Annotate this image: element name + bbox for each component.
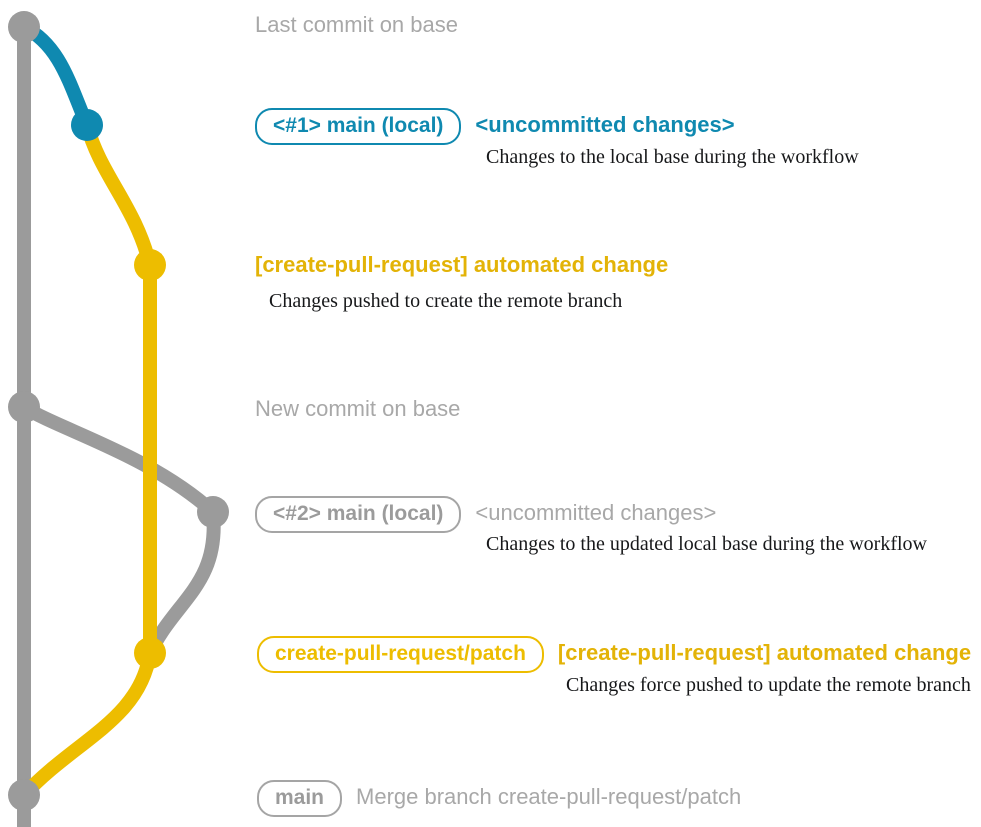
commit-node-automated-1[interactable]: [134, 249, 166, 281]
ref-pill-create-pull-request-patch[interactable]: create-pull-request/patch: [257, 636, 544, 674]
commit-description-local-2: Changes to the updated local base during…: [486, 533, 927, 555]
commit-nodes: [8, 11, 229, 811]
commit-subject: Merge branch create-pull-request/patch: [356, 784, 742, 809]
commit-subject: Last commit on base: [255, 12, 458, 37]
commit-subject: [create-pull-request] automated change: [557, 640, 972, 665]
row-local-1: <#1> main (local) <uncommitted changes>: [255, 108, 735, 146]
commit-description-automated-1: Changes pushed to create the remote bran…: [269, 290, 623, 312]
commit-description-automated-2: Changes force pushed to update the remot…: [566, 674, 971, 696]
commit-node-new-base[interactable]: [8, 391, 40, 423]
commit-subject: [create-pull-request] automated change: [255, 252, 669, 277]
commit-node-last-base[interactable]: [8, 11, 40, 43]
ref-pill-main-local-1[interactable]: <#1> main (local): [255, 108, 462, 146]
row-automated-change-2: create-pull-request/patch [create-pull-r…: [257, 636, 972, 674]
row-last-commit-on-base: Last commit on base: [255, 12, 458, 38]
commit-node-local-1[interactable]: [71, 109, 103, 141]
ref-pill-main[interactable]: main: [257, 780, 343, 818]
commit-node-merge[interactable]: [8, 779, 40, 811]
edge-local2-to-patch2: [143, 505, 221, 660]
commit-subject: <uncommitted changes>: [475, 112, 735, 137]
edge-base-to-local2: [17, 400, 220, 519]
commit-node-automated-2[interactable]: [134, 637, 166, 669]
row-new-commit-on-base: New commit on base: [255, 396, 460, 422]
commit-subject: <uncommitted changes>: [475, 500, 717, 525]
row-merge: main Merge branch create-pull-request/pa…: [257, 780, 742, 818]
commit-subject: New commit on base: [255, 396, 461, 421]
edge-base-to-local1: [17, 20, 94, 132]
commit-description-local-1: Changes to the local base during the wor…: [486, 146, 859, 168]
edge-local1-to-patch1: [80, 118, 157, 272]
edge-patch2-to-merge: [17, 646, 157, 802]
row-local-2: <#2> main (local) <uncommitted changes>: [255, 496, 717, 534]
ref-pill-main-local-2[interactable]: <#2> main (local): [255, 496, 462, 534]
row-automated-change-1: [create-pull-request] automated change: [255, 252, 668, 278]
commit-node-local-2[interactable]: [197, 496, 229, 528]
